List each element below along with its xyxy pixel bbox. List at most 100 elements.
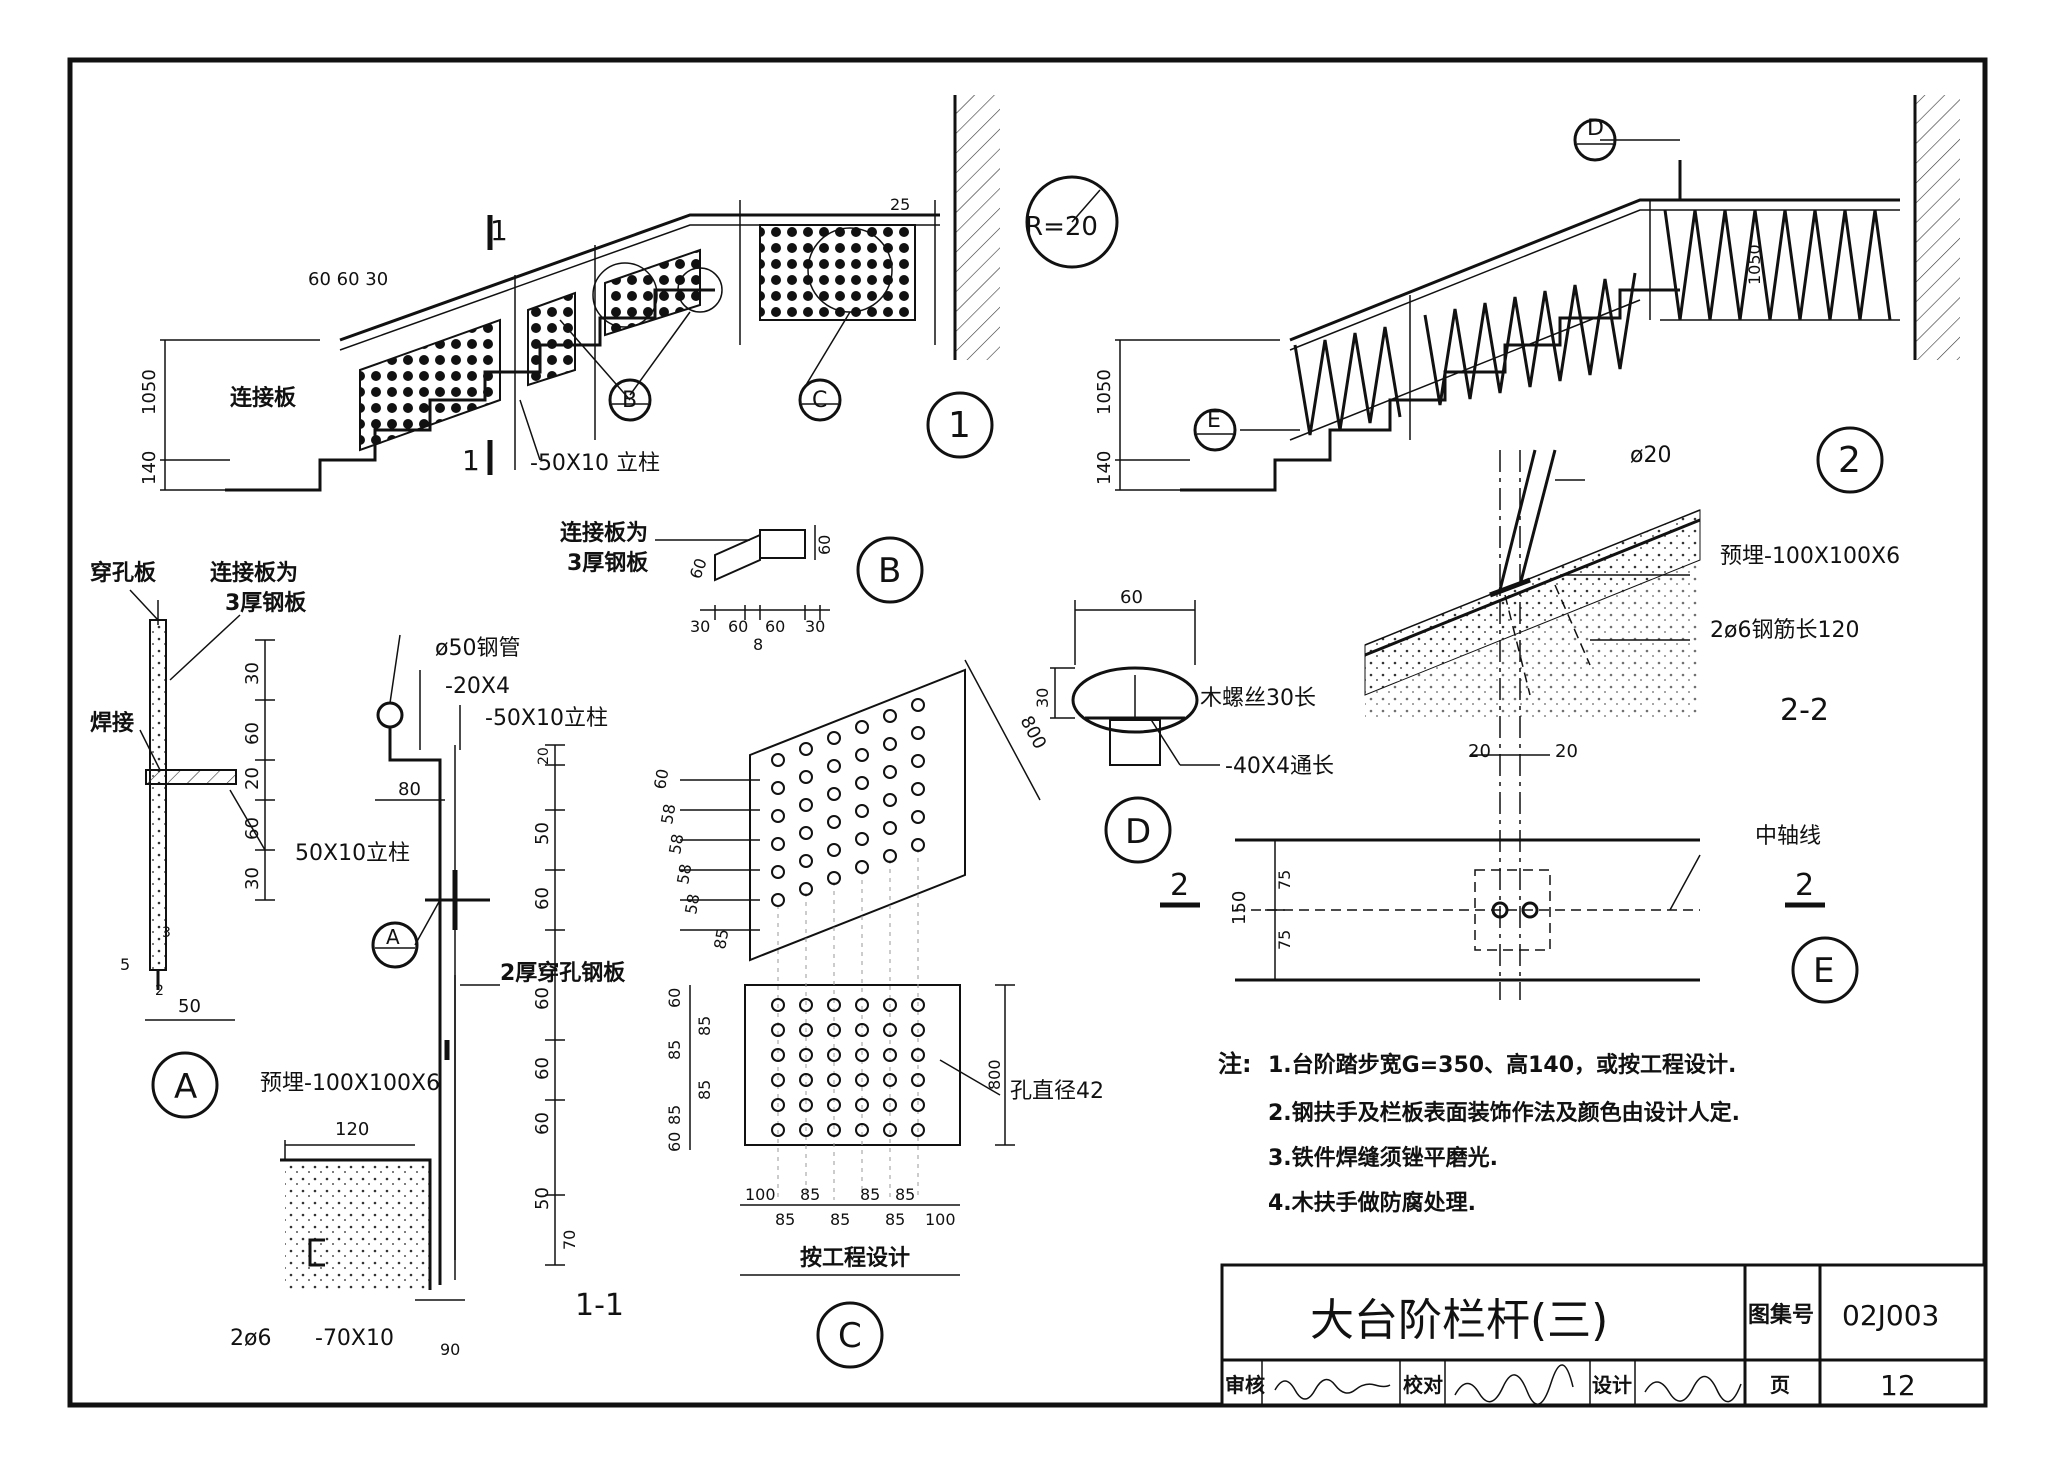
perforation-hole [883, 793, 897, 807]
perforation-hole [799, 742, 813, 756]
perforation-hole [771, 1073, 785, 1087]
perforation-hole [911, 1123, 925, 1137]
view2-dim-1050: 1050 [1745, 244, 1764, 285]
perforation-hole [855, 804, 869, 818]
detail-d-d30: 30 [1033, 688, 1052, 708]
perforation-hole [911, 782, 925, 796]
perforation-hole [883, 1073, 897, 1087]
perforation-hole [799, 1123, 813, 1137]
title-block [1220, 1263, 1987, 1407]
detail-c [680, 659, 1041, 1369]
notes-prefix: 注: [1218, 1050, 1252, 1078]
sec11-embed: 预埋-100X100X6 [260, 1071, 440, 1096]
detail-c-design: 按工程设计 [800, 1245, 910, 1271]
perforation-hole [855, 1023, 869, 1037]
perforation-hole [855, 776, 869, 790]
detail-c-d85: 85 [710, 927, 732, 950]
detail-c-left-dim: 85 [665, 1040, 684, 1060]
perforation-hole [771, 781, 785, 795]
detail-e [1160, 838, 1859, 1004]
sec11-d60c: 60 [532, 1057, 553, 1080]
detail-b-d30b: 30 [805, 617, 825, 636]
perforation-hole [827, 1123, 841, 1137]
detail-c-left-dims: 60 85 85 85 85 60 [665, 988, 714, 1152]
detail-c-d58d: 58 [681, 892, 703, 915]
perforation-hole [799, 998, 813, 1012]
view1-section-mark-top: 1 [490, 214, 508, 247]
perforation-hole [855, 748, 869, 762]
perforation-hole [911, 698, 925, 712]
perforation-hole [771, 837, 785, 851]
detail-e-d75b: 75 [1275, 930, 1294, 950]
perforation-hole [911, 998, 925, 1012]
detail-a-d30b: 30 [242, 867, 263, 890]
detail-c-d58b: 58 [665, 832, 687, 855]
sec11-d70: 70 [560, 1230, 579, 1250]
detail-e-mark-left: 2 [1170, 868, 1189, 903]
detail-d-d60: 60 [1120, 587, 1143, 608]
sec22-d20b: 20 [1555, 741, 1578, 762]
detail-a [129, 589, 275, 1119]
perforation-hole [883, 765, 897, 779]
perforation-hole [827, 998, 841, 1012]
perforation-hole [827, 1098, 841, 1112]
signature-designer [1644, 1375, 1742, 1403]
perforation-hole [883, 998, 897, 1012]
detail-c-d58c: 58 [673, 862, 695, 885]
perforation-hole [855, 1073, 869, 1087]
perforation-hole [771, 1098, 785, 1112]
note-item: 1.台阶踏步宽G=350、高140，或按工程设计. [1268, 1052, 1736, 1078]
detail-b-label: B [878, 551, 901, 591]
sec11-d120: 120 [335, 1119, 369, 1140]
detail-e-d75a: 75 [1275, 870, 1294, 890]
detail-a-label: A [174, 1067, 197, 1107]
sheet-title: 大台阶栏杆(三) [1310, 1295, 1608, 1346]
perforation-hole [827, 787, 841, 801]
perforation-hole [855, 720, 869, 734]
view1-section-mark-bottom: 1 [462, 444, 480, 477]
perforation-hole [883, 709, 897, 723]
sec11-d60a: 60 [532, 887, 553, 910]
sec11-d50b: 50 [532, 1187, 553, 1210]
detail-a-d20: 20 [242, 767, 263, 790]
page-label: 页 [1770, 1373, 1790, 1397]
perforation-hole [827, 1073, 841, 1087]
perforation-hole [799, 1073, 813, 1087]
detail-c-bottom-dim: 100 [745, 1185, 776, 1204]
detail-d-screw: 木螺丝30长 [1200, 686, 1316, 711]
perforation-hole [799, 854, 813, 868]
sec11-d60d: 60 [532, 1112, 553, 1135]
sec11-rebar: 2ø6 [230, 1326, 271, 1351]
detail-d-flat: -40X4通长 [1225, 754, 1334, 779]
perforation-hole [771, 1048, 785, 1062]
perforation-hole [827, 1023, 841, 1037]
detail-e-d150: 150 [1229, 891, 1250, 925]
detail-c-bottom-dim: 85 [830, 1210, 850, 1229]
view1-dim-25: 25 [890, 195, 910, 214]
sec11-pipe: ø50钢管 [435, 636, 520, 661]
view1-dim-step: 140 [139, 451, 160, 485]
perforation-hole [771, 1123, 785, 1137]
perforation-hole [799, 882, 813, 896]
view1-label: 1 [948, 405, 971, 446]
sec11-post: -50X10立柱 [485, 706, 608, 731]
perforation-hole [855, 1048, 869, 1062]
detail-b-d8: 8 [753, 635, 763, 654]
perforation-hole [855, 832, 869, 846]
detail-b-d60: 60 [815, 535, 834, 555]
section-1-1 [280, 634, 565, 1301]
detail-b-d60c: 60 [728, 617, 748, 636]
perforation-hole [911, 1048, 925, 1062]
perforation-hole [883, 821, 897, 835]
view1-connect-plate: 连接板 [230, 385, 297, 411]
detail-c-bottom-dim: 85 [885, 1210, 905, 1229]
detail-c-d800: 800 [985, 1059, 1004, 1090]
detail-c-label: C [838, 1316, 862, 1356]
view1-radius: R=20 [1025, 212, 1098, 242]
perforation-hole [883, 1048, 897, 1062]
perforation-hole [799, 798, 813, 812]
section-2-2 [1364, 449, 1701, 1000]
sec22-label: 2-2 [1780, 693, 1829, 728]
detail-c-bottom-dim: 85 [775, 1210, 795, 1229]
sec11-plate: 2厚穿孔钢板 [500, 960, 626, 986]
